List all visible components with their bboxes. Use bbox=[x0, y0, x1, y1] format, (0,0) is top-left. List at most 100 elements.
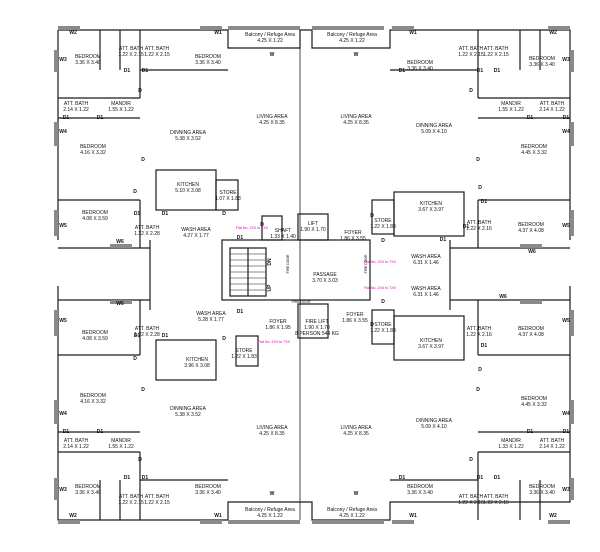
door-mark: D bbox=[476, 157, 480, 163]
door-mark: D bbox=[381, 238, 385, 244]
door-mark: D bbox=[133, 356, 137, 362]
door-mark: D1 bbox=[398, 68, 406, 74]
window-mark: W4 bbox=[562, 129, 570, 135]
window-mark: W2 bbox=[549, 513, 557, 519]
door-mark: D1 bbox=[123, 475, 131, 481]
door-mark: D1 bbox=[123, 68, 131, 74]
window-mark: W bbox=[269, 491, 275, 497]
door-mark: D bbox=[370, 322, 374, 328]
door-mark: D1 bbox=[62, 115, 70, 121]
door-mark: D1 bbox=[96, 115, 104, 121]
flat-number-note: Flat No. 2XX to 7XX bbox=[363, 286, 397, 290]
door-mark: D1 bbox=[236, 309, 244, 315]
door-mark: D bbox=[478, 367, 482, 373]
window-mark: W4 bbox=[562, 411, 570, 417]
window-mark: W1 bbox=[214, 513, 222, 519]
door-mark: D1 bbox=[493, 475, 501, 481]
window-mark: W bbox=[353, 52, 359, 58]
door-mark: D1 bbox=[141, 475, 149, 481]
door-mark: D1 bbox=[133, 211, 141, 217]
door-mark: D bbox=[260, 222, 264, 228]
door-mark: D1 bbox=[439, 237, 447, 243]
windows bbox=[54, 26, 574, 524]
door-mark: D1 bbox=[141, 68, 149, 74]
door-mark: D1 bbox=[493, 68, 501, 74]
fire-door-note: FIRE DOOR bbox=[364, 254, 368, 274]
window-mark: W6 bbox=[528, 249, 536, 255]
window-mark: W1 bbox=[409, 513, 417, 519]
window-mark: W6 bbox=[116, 301, 124, 307]
window-mark: W1 bbox=[409, 30, 417, 36]
door-mark: D bbox=[381, 299, 385, 305]
fire-door-note: FIRE DOOR bbox=[286, 254, 290, 274]
door-mark: D1 bbox=[526, 429, 534, 435]
flat-number-note: Flat No. 2XX to 7XX bbox=[363, 260, 397, 264]
window-mark: W3 bbox=[59, 57, 67, 63]
door-mark: D bbox=[222, 336, 226, 342]
window-mark: W4 bbox=[59, 411, 67, 417]
window-mark: W4 bbox=[59, 129, 67, 135]
stair-dn-label: DN bbox=[267, 258, 273, 266]
stair-treads bbox=[230, 253, 266, 291]
window-mark: W1 bbox=[214, 30, 222, 36]
door-mark: D1 bbox=[562, 429, 570, 435]
door-mark: D1 bbox=[236, 235, 244, 241]
window-mark: W2 bbox=[69, 513, 77, 519]
door-mark: D1 bbox=[476, 475, 484, 481]
window-mark: W5 bbox=[562, 318, 570, 324]
door-mark: D bbox=[222, 211, 226, 217]
window-mark: W bbox=[269, 52, 275, 58]
door-mark: D bbox=[138, 457, 142, 463]
window-mark: W bbox=[353, 491, 359, 497]
door-mark: D1 bbox=[62, 429, 70, 435]
fire-door-note: FIRE DOOR bbox=[291, 300, 311, 304]
door-mark: D1 bbox=[480, 199, 488, 205]
door-mark: D1 bbox=[562, 115, 570, 121]
flat-number-note: Flat No. 2XX to 7XX bbox=[257, 340, 291, 344]
flat-number-note: Flat No. 2XX to 7XX bbox=[235, 226, 269, 230]
door-mark: D1 bbox=[398, 475, 406, 481]
door-mark: D1 bbox=[462, 224, 470, 230]
stair-up-label: UP bbox=[267, 284, 273, 292]
